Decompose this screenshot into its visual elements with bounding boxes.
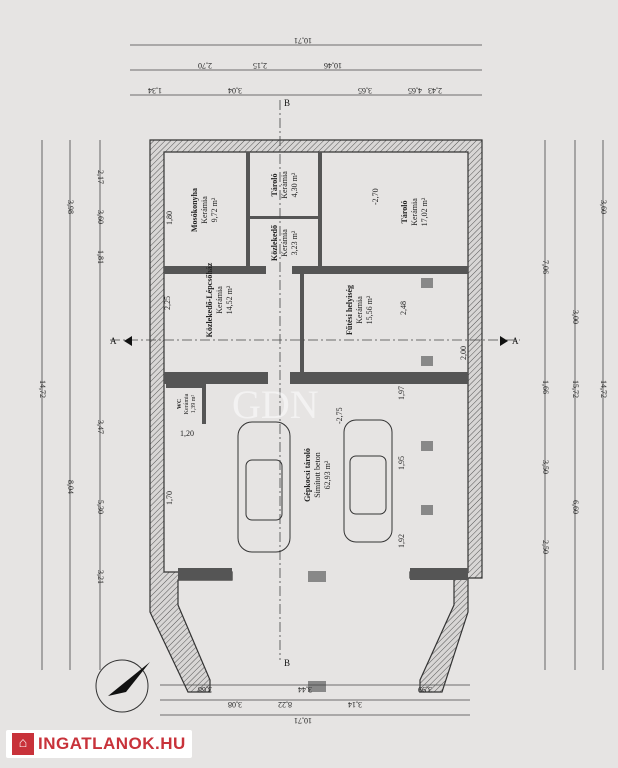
dim-left: 8,04 (66, 480, 75, 494)
dim-top: 1,34 (148, 86, 162, 95)
dim-left: 2,17 (96, 170, 105, 184)
section-mark-a: A (110, 336, 117, 346)
interior-walls (164, 152, 468, 692)
dim-left: 3,21 (96, 570, 105, 584)
dim-right: 1,66 (541, 380, 550, 394)
dim-top-inner: 10,46 (324, 61, 342, 70)
svg-text:Kerámia: Kerámia (215, 286, 224, 314)
dim-bottom: 10,71 (294, 716, 312, 725)
svg-text:Tároló: Tároló (270, 174, 279, 197)
section-mark-a: A (512, 336, 519, 346)
dim-interior: 1,97 (397, 386, 406, 400)
svg-text:Kerámia: Kerámia (280, 171, 289, 199)
svg-text:WC: WC (177, 399, 183, 409)
dim-right: 7,06 (541, 260, 550, 274)
svg-text:Kerámia: Kerámia (184, 393, 190, 414)
dim-top: 4,65 (408, 86, 422, 95)
dim-interior: 2,25 (163, 296, 172, 310)
level-mark: -2,70 (371, 188, 380, 205)
section-mark-b: B (284, 658, 290, 668)
dim-right: 3,00 (571, 310, 580, 324)
car-left (237, 421, 291, 553)
dim-interior: 2,00 (459, 346, 468, 360)
dim-left: 5,30 (96, 500, 105, 514)
dim-left: 3,60 (96, 210, 105, 224)
section-arrow-icon (124, 336, 132, 346)
north-arrow-icon (95, 659, 150, 713)
dim-interior: 1,95 (397, 456, 406, 470)
dim-right: 14,72 (599, 380, 608, 398)
dim-bottom: 3,44 (298, 685, 312, 694)
dim-right: 2,50 (541, 540, 550, 554)
car-right (343, 419, 393, 543)
svg-text:Gépkocsi tároló: Gépkocsi tároló (303, 448, 312, 502)
dim-top-total: 10,71 (294, 36, 312, 45)
dim-bottom: 3,14 (348, 700, 362, 709)
svg-text:Simított beton: Simított beton (313, 452, 322, 498)
svg-text:Kerámia: Kerámia (355, 296, 364, 324)
svg-text:14,52 m²: 14,52 m² (225, 285, 234, 314)
dim-top: 2,43 (428, 86, 442, 95)
section-arrow-icon (500, 336, 508, 346)
dim-right: 3,60 (599, 200, 608, 214)
site-logo[interactable]: ⌂ INGATLANOK.HU (6, 730, 192, 758)
dim-left: 1,81 (96, 250, 105, 264)
svg-text:Tároló: Tároló (400, 201, 409, 224)
svg-text:9,72 m²: 9,72 m² (210, 197, 219, 222)
section-lines (110, 100, 520, 660)
dim-top: 3,04 (228, 86, 242, 95)
svg-text:Kerámia: Kerámia (200, 196, 209, 224)
dim-left: 14,72 (38, 380, 47, 398)
svg-text:Kerámia: Kerámia (410, 198, 419, 226)
dim-interior: 1,92 (397, 534, 406, 548)
svg-text:Fűtési helyiség: Fűtési helyiség (345, 285, 354, 335)
dim-left: 3,98 (66, 200, 75, 214)
svg-text:Mosókonyha: Mosókonyha (190, 188, 199, 232)
svg-text:3,23 m²: 3,23 m² (290, 230, 299, 255)
dim-bottom: 3,08 (228, 700, 242, 709)
svg-text:17,02 m²: 17,02 m² (420, 197, 429, 226)
svg-text:Közlekedő: Közlekedő (270, 225, 279, 261)
dim-right: 3,50 (541, 460, 550, 474)
dimension-lines (41, 44, 604, 716)
dim-right: 15,72 (571, 380, 580, 398)
section-markers: A A B B (110, 98, 519, 668)
dim-left: 3,47 (96, 420, 105, 434)
level-mark: -2,75 (335, 407, 344, 424)
dim-interior: 1,20 (180, 429, 194, 438)
svg-text:Közlekedő-Lépcsőház: Közlekedő-Lépcsőház (205, 262, 214, 337)
dim-bottom: 8,22 (278, 700, 292, 709)
dim-interior: 1,70 (165, 491, 174, 505)
dim-top: 2,15 (253, 61, 267, 70)
svg-text:4,30 m²: 4,30 m² (290, 172, 299, 197)
logo-text: INGATLANOK.HU (38, 734, 186, 753)
dim-bottom: 3,68 (198, 685, 212, 694)
svg-text:15,56 m²: 15,56 m² (365, 295, 374, 324)
house-icon: ⌂ (12, 733, 34, 755)
dim-top: 2,70 (198, 61, 212, 70)
watermark: GDN (232, 382, 319, 427)
dim-bottom: 3,99 (418, 685, 432, 694)
dim-interior: 2,48 (399, 301, 408, 315)
dim-interior: 1,80 (165, 211, 174, 225)
svg-text:62,93 m²: 62,93 m² (323, 460, 332, 489)
dim-right: 6,60 (571, 500, 580, 514)
section-mark-b: B (284, 98, 290, 108)
svg-text:Kerámia: Kerámia (280, 229, 289, 257)
dim-top: 3,65 (358, 86, 372, 95)
svg-text:1,39 m²: 1,39 m² (191, 395, 197, 414)
